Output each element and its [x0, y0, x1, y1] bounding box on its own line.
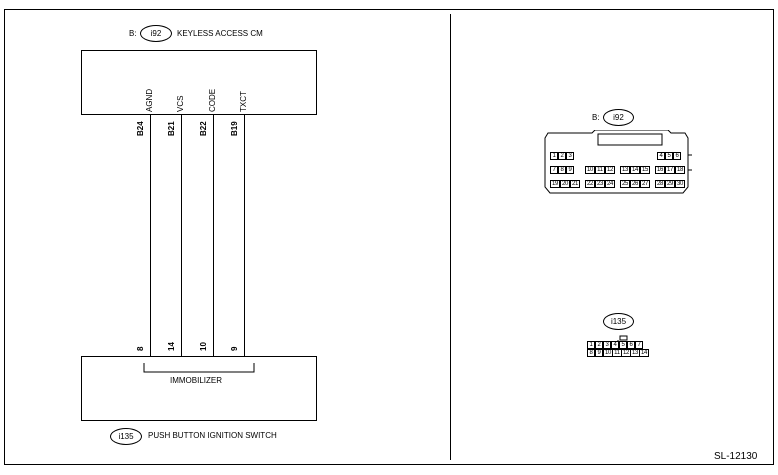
immobilizer-bracket: [143, 363, 255, 373]
signal-label: VCS: [176, 95, 185, 112]
bottom-pin-label: 9: [230, 346, 239, 351]
connector-pin-cell: 2: [595, 341, 603, 349]
keyless-access-cm-box: [81, 50, 317, 115]
connector-pin-cell: 8: [558, 166, 566, 174]
bottom-connector-code: i135: [118, 432, 134, 441]
connector-pin-cell: 13: [620, 166, 630, 174]
view-i135-code: i135: [610, 317, 627, 326]
connector-pin-cell: 24: [605, 180, 615, 188]
connector-pin-cell: 16: [655, 166, 665, 174]
connector-pin-cell: 2: [558, 152, 566, 160]
connector-pin-cell: 29: [665, 180, 675, 188]
i92-connector-shell: [544, 130, 692, 194]
connector-pin-cell: 12: [605, 166, 615, 174]
top-pin-label: B21: [167, 121, 176, 136]
immobilizer-label: IMMOBILIZER: [170, 376, 223, 385]
top-pin-label: B19: [230, 121, 239, 136]
connector-pin-cell: 9: [566, 166, 574, 174]
bottom-connector-name: PUSH BUTTON IGNITION SWITCH: [148, 431, 277, 440]
view-i92-code-oval: i92: [603, 109, 634, 126]
view-i92-prefix: B:: [592, 113, 600, 122]
connector-pin-cell: 14: [639, 349, 649, 357]
connector-pin-cell: 14: [630, 166, 640, 174]
view-i135-code-oval: i135: [603, 313, 634, 330]
bottom-pin-label: 10: [199, 342, 208, 351]
connector-pin-cell: 26: [630, 180, 640, 188]
connector-pin-cell: 20: [560, 180, 570, 188]
signal-label: TXCT: [239, 91, 248, 112]
top-connector-code: i92: [150, 29, 162, 38]
diagram-reference: SL-12130: [714, 451, 758, 462]
connector-pin-cell: 25: [620, 180, 630, 188]
wire-code: [213, 115, 214, 356]
push-button-ignition-switch-box: IMMOBILIZER: [81, 356, 317, 421]
connector-pin-cell: 6: [627, 341, 635, 349]
connector-pin-cell: 5: [665, 152, 673, 160]
top-pin-label: B24: [136, 121, 145, 136]
connector-pin-cell: 3: [566, 152, 574, 160]
connector-pin-cell: 4: [611, 341, 619, 349]
diagram-frame: [4, 9, 774, 465]
connector-pin-cell: 7: [550, 166, 558, 174]
bottom-connector-code-oval: i135: [110, 428, 142, 445]
connector-pin-cell: 1: [550, 152, 558, 160]
view-i92-code: i92: [613, 113, 624, 122]
connector-pin-cell: 19: [550, 180, 560, 188]
connector-pin-cell: 15: [640, 166, 650, 174]
connector-pin-cell: 8: [587, 349, 595, 357]
connector-pin-cell: 4: [657, 152, 665, 160]
connector-pin-cell: 17: [665, 166, 675, 174]
connector-pin-cell: 27: [640, 180, 650, 188]
connector-pin-cell: 22: [585, 180, 595, 188]
connector-pin-cell: 28: [655, 180, 665, 188]
connector-pin-cell: 21: [570, 180, 580, 188]
connector-pin-cell: 10: [585, 166, 595, 174]
connector-pin-cell: 1: [587, 341, 595, 349]
bottom-pin-label: 14: [167, 342, 176, 351]
panel-divider: [450, 14, 451, 460]
connector-pin-cell: 30: [675, 180, 685, 188]
wire-txct: [244, 115, 245, 356]
bottom-pin-label: 8: [136, 346, 145, 351]
wire-agnd: [150, 115, 151, 356]
connector-pin-cell: 18: [675, 166, 685, 174]
wire-vcs: [181, 115, 182, 356]
top-connector-name: KEYLESS ACCESS CM: [177, 29, 263, 38]
top-connector-code-oval: i92: [140, 25, 172, 42]
top-connector-prefix: B:: [129, 29, 137, 38]
connector-pin-cell: 7: [635, 341, 643, 349]
connector-pin-cell: 11: [595, 166, 605, 174]
connector-pin-cell: 6: [673, 152, 681, 160]
connector-pin-cell: 5: [619, 341, 627, 349]
top-pin-label: B22: [199, 121, 208, 136]
connector-pin-cell: 23: [595, 180, 605, 188]
signal-label: AGND: [145, 88, 154, 112]
signal-label: CODE: [208, 88, 217, 112]
connector-pin-cell: 9: [595, 349, 603, 357]
connector-pin-cell: 3: [603, 341, 611, 349]
